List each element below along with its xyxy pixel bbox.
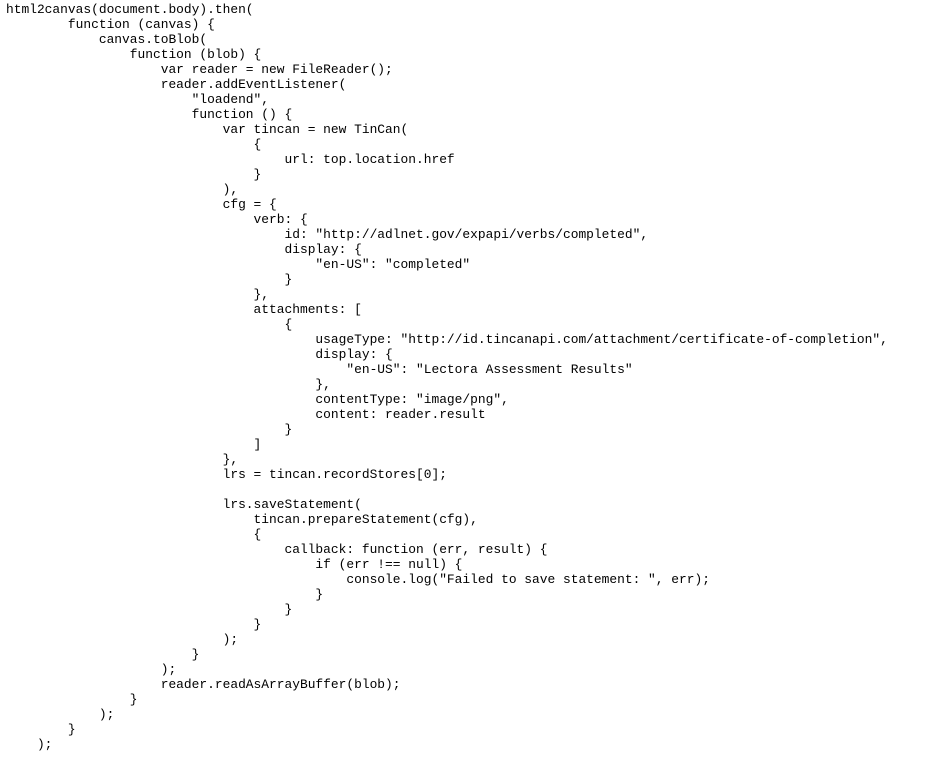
code-line: function (canvas) {	[6, 17, 215, 32]
code-line: verb: {	[6, 212, 308, 227]
code-line: display: {	[6, 242, 362, 257]
code-line: var reader = new FileReader();	[6, 62, 393, 77]
code-line: ]	[6, 437, 262, 452]
code-line: }	[6, 617, 262, 632]
code-line: {	[6, 317, 293, 332]
code-line: contentType: "image/png",	[6, 392, 509, 407]
code-line: reader.readAsArrayBuffer(blob);	[6, 677, 401, 692]
code-line: usageType: "http://id.tincanapi.com/atta…	[6, 332, 888, 347]
code-line: function (blob) {	[6, 47, 262, 62]
code-line: display: {	[6, 347, 393, 362]
code-line: }	[6, 272, 293, 287]
code-line: "loadend",	[6, 92, 270, 107]
code-line: console.log("Failed to save statement: "…	[6, 572, 710, 587]
code-line: tincan.prepareStatement(cfg),	[6, 512, 478, 527]
code-line: cfg = {	[6, 197, 277, 212]
code-line: {	[6, 137, 262, 152]
code-line: },	[6, 287, 270, 302]
code-line: lrs = tincan.recordStores[0];	[6, 467, 447, 482]
code-line: },	[6, 452, 239, 467]
code-line: );	[6, 737, 53, 752]
code-line: }	[6, 602, 293, 617]
code-line: canvas.toBlob(	[6, 32, 208, 47]
code-line: "en-US": "Lectora Assessment Results"	[6, 362, 633, 377]
code-line: );	[6, 662, 177, 677]
code-line: "en-US": "completed"	[6, 257, 471, 272]
code-line: html2canvas(document.body).then(	[6, 2, 254, 17]
code-line: {	[6, 527, 262, 542]
code-line: }	[6, 422, 293, 437]
code-line: }	[6, 587, 324, 602]
code-line: }	[6, 167, 262, 182]
code-line: lrs.saveStatement(	[6, 497, 362, 512]
code-line: id: "http://adlnet.gov/expapi/verbs/comp…	[6, 227, 649, 242]
code-line: );	[6, 632, 239, 647]
code-line: url: top.location.href	[6, 152, 455, 167]
code-line: attachments: [	[6, 302, 362, 317]
code-line: }	[6, 722, 76, 737]
code-line: },	[6, 377, 331, 392]
code-line: var tincan = new TinCan(	[6, 122, 409, 137]
code-line: reader.addEventListener(	[6, 77, 347, 92]
code-line: content: reader.result	[6, 407, 486, 422]
code-line: );	[6, 707, 115, 722]
code-line: callback: function (err, result) {	[6, 542, 548, 557]
code-line: ),	[6, 182, 239, 197]
code-line	[6, 482, 888, 497]
code-line: }	[6, 692, 138, 707]
code-line: if (err !== null) {	[6, 557, 463, 572]
code-line: }	[6, 647, 200, 662]
code-block: html2canvas(document.body).then( functio…	[6, 2, 888, 752]
code-line: function () {	[6, 107, 293, 122]
